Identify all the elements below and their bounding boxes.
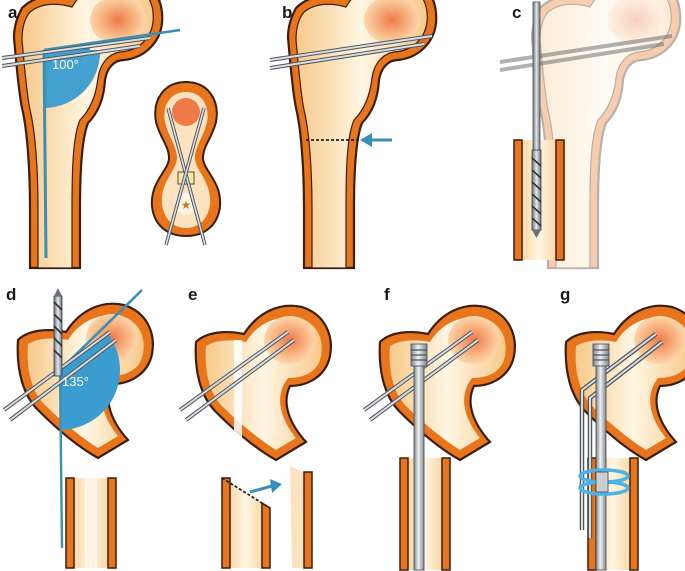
angle-wedge-100: [44, 50, 101, 109]
panel-letter-d: d: [6, 285, 16, 304]
angle-wedge-135: [60, 334, 120, 430]
distal-shaft-f: [399, 457, 451, 571]
drill-bit-c: [531, 1, 542, 238]
tension-band-g: [578, 468, 630, 496]
arrow-b: [360, 133, 392, 147]
panel-letter-g: g: [560, 285, 570, 304]
svg-text:★: ★: [181, 198, 192, 212]
vertical-guide-wire: [42, 49, 48, 259]
osteotomy-line-e: [221, 477, 271, 509]
drill-bit-d: [53, 288, 63, 377]
panel-f: f: [362, 285, 516, 571]
panel-g: g: [560, 285, 685, 571]
distal-shaft-g: [587, 457, 639, 571]
panel-e: e: [178, 285, 332, 569]
arrow-e: [249, 479, 282, 494]
neck-guide-wire: [43, 28, 181, 52]
panel-c: c: [499, 0, 682, 270]
distal-shaft-e: [221, 466, 313, 569]
panel-letter-a: a: [8, 3, 18, 22]
panel-letter-e: e: [188, 285, 197, 304]
threaded-pin-g: [592, 343, 610, 571]
cross-section-view: ★: [150, 80, 222, 246]
angle-label-d: 135°: [62, 374, 89, 389]
angle-label-a: 100°: [52, 57, 79, 72]
panel-b: b: [269, 0, 438, 270]
threaded-pin-f: [410, 343, 428, 571]
panel-letter-c: c: [512, 3, 521, 22]
kirschner-wires-b: [269, 34, 433, 70]
kirschner-wires-a: [1, 36, 151, 68]
panel-a: 100° ★ a: [1, 0, 222, 270]
distal-shaft-d: [65, 477, 117, 569]
panel-letter-f: f: [384, 285, 390, 304]
bone-channel-e: [234, 340, 242, 450]
panel-d: 135° d: [2, 285, 154, 569]
kirschner-wires-e: [178, 330, 296, 422]
drill-guide-d: [58, 369, 64, 549]
panel-letter-b: b: [282, 3, 292, 22]
